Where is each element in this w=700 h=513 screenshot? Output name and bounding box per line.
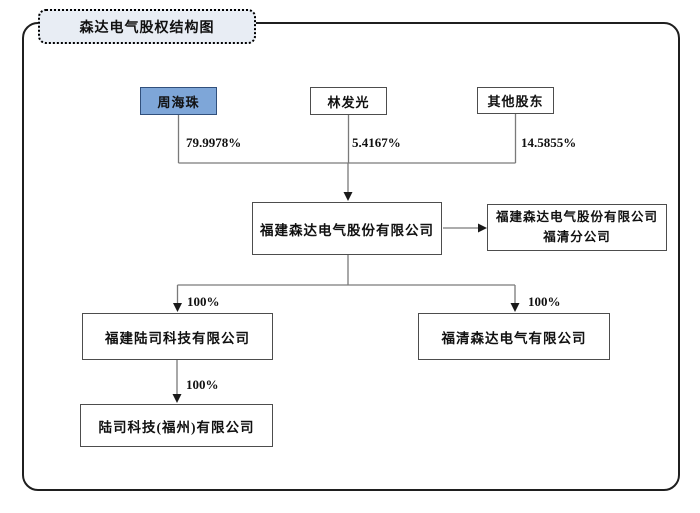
node-shareholder-linfaguang: 林发光 xyxy=(310,87,387,115)
node-label: 福建陆司科技有限公司 xyxy=(105,330,250,346)
pct-label-others: 14.5855% xyxy=(521,135,577,150)
connector-shareholders-bus xyxy=(177,113,517,164)
pct-label-zhouhaizhu: 79.9978% xyxy=(186,135,242,150)
node-company-main: 福建森达电气股份有限公司 xyxy=(252,202,442,255)
pct-label-sub-left: 100% xyxy=(187,294,220,309)
node-label: 周海珠 xyxy=(157,94,200,110)
arrow-to-company xyxy=(343,163,353,201)
node-subsidiary-lusi-tech: 福建陆司科技有限公司 xyxy=(82,313,273,360)
arrow-to-sub-right xyxy=(510,285,520,312)
diagram-title: 森达电气股权结构图 xyxy=(38,9,256,44)
diagram-frame xyxy=(22,22,680,491)
node-subsidiary-fuqing-senda: 福清森达电气有限公司 xyxy=(418,313,610,360)
node-label-line2: 福清分公司 xyxy=(543,229,611,244)
diagram-title-text: 森达电气股权结构图 xyxy=(79,18,215,35)
node-label: 林发光 xyxy=(327,94,370,110)
node-grandchild-lusi-fuzhou: 陆司科技(福州)有限公司 xyxy=(80,404,273,447)
node-label: 其他股东 xyxy=(487,94,544,109)
arrow-to-sub-left xyxy=(173,285,182,312)
connector-subsidiaries-bus xyxy=(177,255,515,286)
arrow-to-grandchild xyxy=(172,360,182,403)
pct-label-linfaguang: 5.4167% xyxy=(352,135,401,150)
arrow-to-branch xyxy=(443,223,487,233)
pct-label-grandchild: 100% xyxy=(186,377,219,392)
pct-label-sub-right: 100% xyxy=(528,294,561,309)
node-shareholder-zhouhaizhu: 周海珠 xyxy=(140,87,217,115)
node-label: 福清森达电气有限公司 xyxy=(441,330,587,346)
node-label-line1: 福建森达电气股份有限公司 xyxy=(495,210,658,225)
node-company-branch: 福建森达电气股份有限公司 福清分公司 xyxy=(487,204,667,251)
node-label: 福建森达电气股份有限公司 xyxy=(260,222,434,238)
node-label: 陆司科技(福州)有限公司 xyxy=(98,419,255,435)
node-shareholder-others: 其他股东 xyxy=(477,87,554,114)
